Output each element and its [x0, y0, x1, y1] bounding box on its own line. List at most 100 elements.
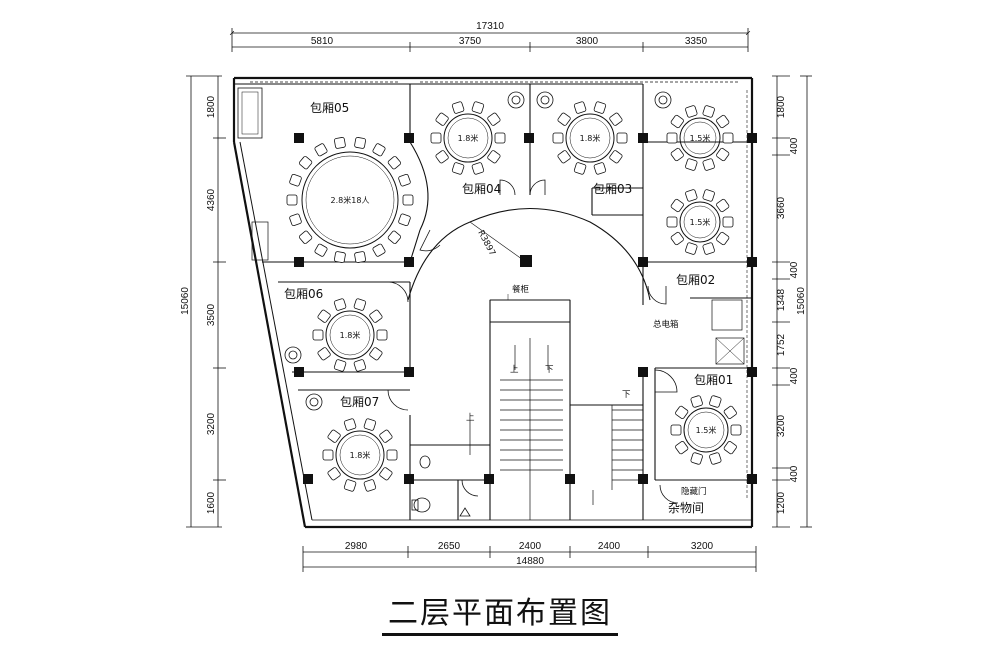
chair — [722, 216, 734, 228]
dim-left-2: 4360 — [206, 188, 217, 211]
chair — [722, 132, 734, 144]
dimension-text: 17310 5810 3750 3800 3350 2980 2650 2400… — [180, 21, 807, 567]
chair — [616, 132, 628, 144]
dining-cabinet — [489, 299, 571, 323]
chair — [435, 112, 449, 126]
electrical-box-2 — [715, 337, 745, 365]
chair — [387, 230, 402, 244]
chair — [386, 449, 398, 461]
dim-left-1: 1800 — [206, 95, 217, 118]
panel-label: 总电箱 — [653, 319, 679, 330]
chair — [573, 162, 587, 175]
chair — [354, 137, 366, 149]
round-table-r04: 1.8米 — [430, 101, 506, 175]
chair — [552, 132, 564, 144]
chair — [670, 424, 682, 436]
dim-right-1: 1800 — [776, 95, 787, 118]
dim-bottom-4: 2400 — [598, 541, 621, 552]
chair — [666, 216, 678, 228]
room-label-05: 包厢05 — [310, 101, 349, 115]
cabinet-label: 餐柜 — [512, 284, 530, 295]
table-inner-ring — [329, 314, 371, 356]
chair — [670, 147, 684, 162]
outer-walls — [232, 76, 754, 529]
dim-top-3: 3800 — [576, 36, 599, 47]
chair — [709, 395, 722, 408]
stair3-up-label: 上 — [466, 413, 475, 423]
chair — [685, 158, 698, 171]
table-top — [565, 113, 615, 163]
dim-right-total: 15060 — [796, 287, 807, 315]
chair — [487, 112, 501, 126]
plant-icon — [284, 91, 672, 411]
chair — [716, 198, 730, 213]
round-table-r02: 1.5米 — [666, 189, 734, 255]
chair — [451, 162, 465, 175]
columns — [294, 133, 757, 484]
sofa — [237, 87, 263, 139]
room-label-04: 包厢04 — [462, 182, 501, 196]
chair — [317, 309, 331, 323]
chair — [487, 150, 501, 164]
chair — [702, 242, 715, 255]
room-label-storage: 杂物间 — [668, 501, 704, 515]
stair-down-label: 下 — [545, 365, 554, 375]
table-size-label: 1.8米 — [340, 330, 361, 340]
round-table-r03: 1.8米 — [552, 101, 628, 175]
dim-right-2: 400 — [789, 137, 800, 154]
chair — [289, 173, 302, 187]
dim-bottom-5: 3200 — [691, 541, 714, 552]
chair — [666, 132, 678, 144]
round-table-r07: 1.8米 — [322, 418, 398, 492]
room-labels: 包厢05 包厢04 包厢03 包厢02 包厢06 包厢07 包厢01 杂物间 — [284, 101, 733, 515]
chair — [343, 479, 357, 492]
chair — [314, 243, 328, 257]
chair — [471, 162, 485, 175]
chair — [430, 132, 442, 144]
dim-top-total: 17310 — [476, 21, 504, 32]
chair — [670, 198, 684, 213]
chair — [690, 395, 703, 408]
chair — [670, 114, 684, 129]
chair — [557, 112, 571, 126]
chair — [471, 101, 485, 114]
room-label-01: 包厢01 — [694, 373, 733, 387]
chair — [298, 156, 313, 170]
dim-bottom-total: 14880 — [516, 556, 544, 567]
chair — [670, 231, 684, 246]
chair — [723, 441, 737, 455]
chair — [322, 449, 334, 461]
chair — [557, 150, 571, 164]
table-size-label: 1.5米 — [696, 425, 717, 435]
dim-right-6: 1752 — [776, 333, 787, 356]
table-size-label: 1.8米 — [458, 133, 479, 143]
chair — [372, 143, 386, 157]
chair — [317, 347, 331, 361]
chair — [314, 143, 328, 157]
chair — [609, 150, 623, 164]
chair — [709, 452, 722, 465]
table-top — [683, 407, 729, 453]
table-inner-ring — [687, 411, 725, 449]
chair — [685, 105, 698, 118]
chair — [353, 359, 367, 372]
dim-right-4: 400 — [789, 261, 800, 278]
chair — [690, 452, 703, 465]
chair — [398, 173, 411, 187]
chair — [363, 418, 377, 431]
chair — [289, 213, 302, 227]
dim-right-8: 3200 — [776, 414, 787, 437]
table-top — [301, 151, 399, 249]
table-inner-ring — [447, 117, 489, 159]
table-top — [325, 310, 375, 360]
chair — [372, 243, 386, 257]
table-top — [679, 117, 721, 159]
dimension-lines — [186, 28, 812, 572]
chair — [675, 405, 689, 419]
chair — [343, 418, 357, 431]
chair — [353, 298, 367, 311]
table-top — [443, 113, 493, 163]
interior-walls — [234, 83, 752, 520]
electrical-box — [711, 299, 743, 331]
stairs — [469, 338, 643, 520]
